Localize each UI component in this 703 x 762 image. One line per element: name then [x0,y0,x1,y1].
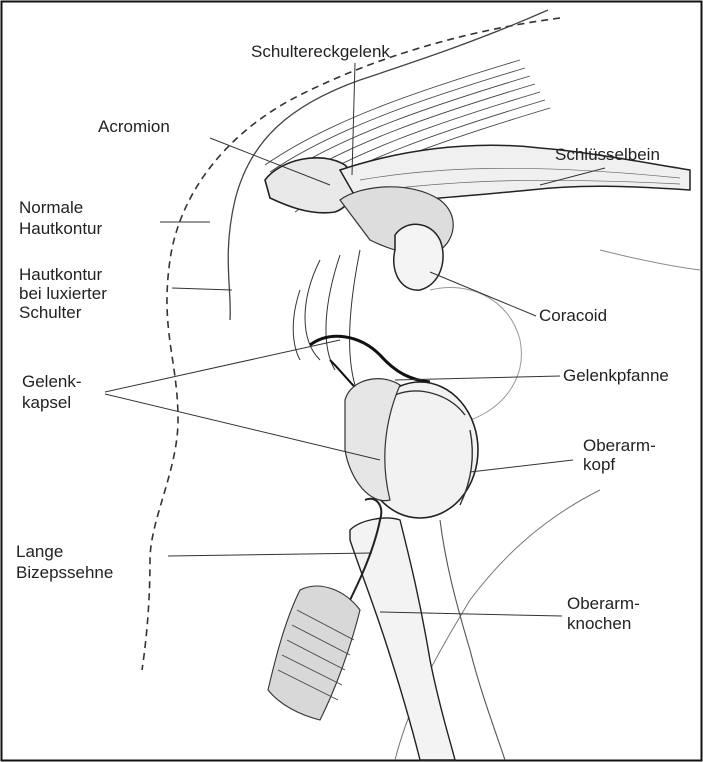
label-oberarmknochen-line2: knochen [567,614,631,633]
label-hautkontur-luxiert-line2: bei luxierter [19,284,107,303]
label-gelenkkapsel-line2: kapsel [22,393,71,412]
label-bizepssehne-line2: Bizepssehne [16,563,113,582]
label-oberarmkopf-line1: Oberarm- [583,436,656,455]
label-coracoid: Coracoid [539,306,607,325]
humerus-shaft [350,518,455,760]
label-oberarmkopf-line2: kopf [583,455,615,474]
label-oberarmknochen-line1: Oberarm- [567,594,640,613]
muscle-strands [293,250,360,385]
label-acromion: Acromion [98,117,170,136]
label-gelenkkapsel-line1: Gelenk- [22,372,82,391]
label-schultereckgelenk: Schultereckgelenk [251,42,390,61]
right-skin-line [600,250,700,270]
label-normale-hautkontur-line1: Normale [19,198,83,217]
label-bizepssehne-line1: Lange [16,542,63,561]
label-hautkontur-luxiert-line3: Schulter [19,303,81,322]
coracoid-process [394,224,443,290]
label-gelenkpfanne: Gelenkpfanne [563,366,669,385]
label-schluesselbein: Schlüsselbein [555,145,660,164]
label-normale-hautkontur-line2: Hautkontur [19,219,102,238]
normal-skin-contour [142,18,560,670]
label-hautkontur-luxiert-line1: Hautkontur [19,265,102,284]
